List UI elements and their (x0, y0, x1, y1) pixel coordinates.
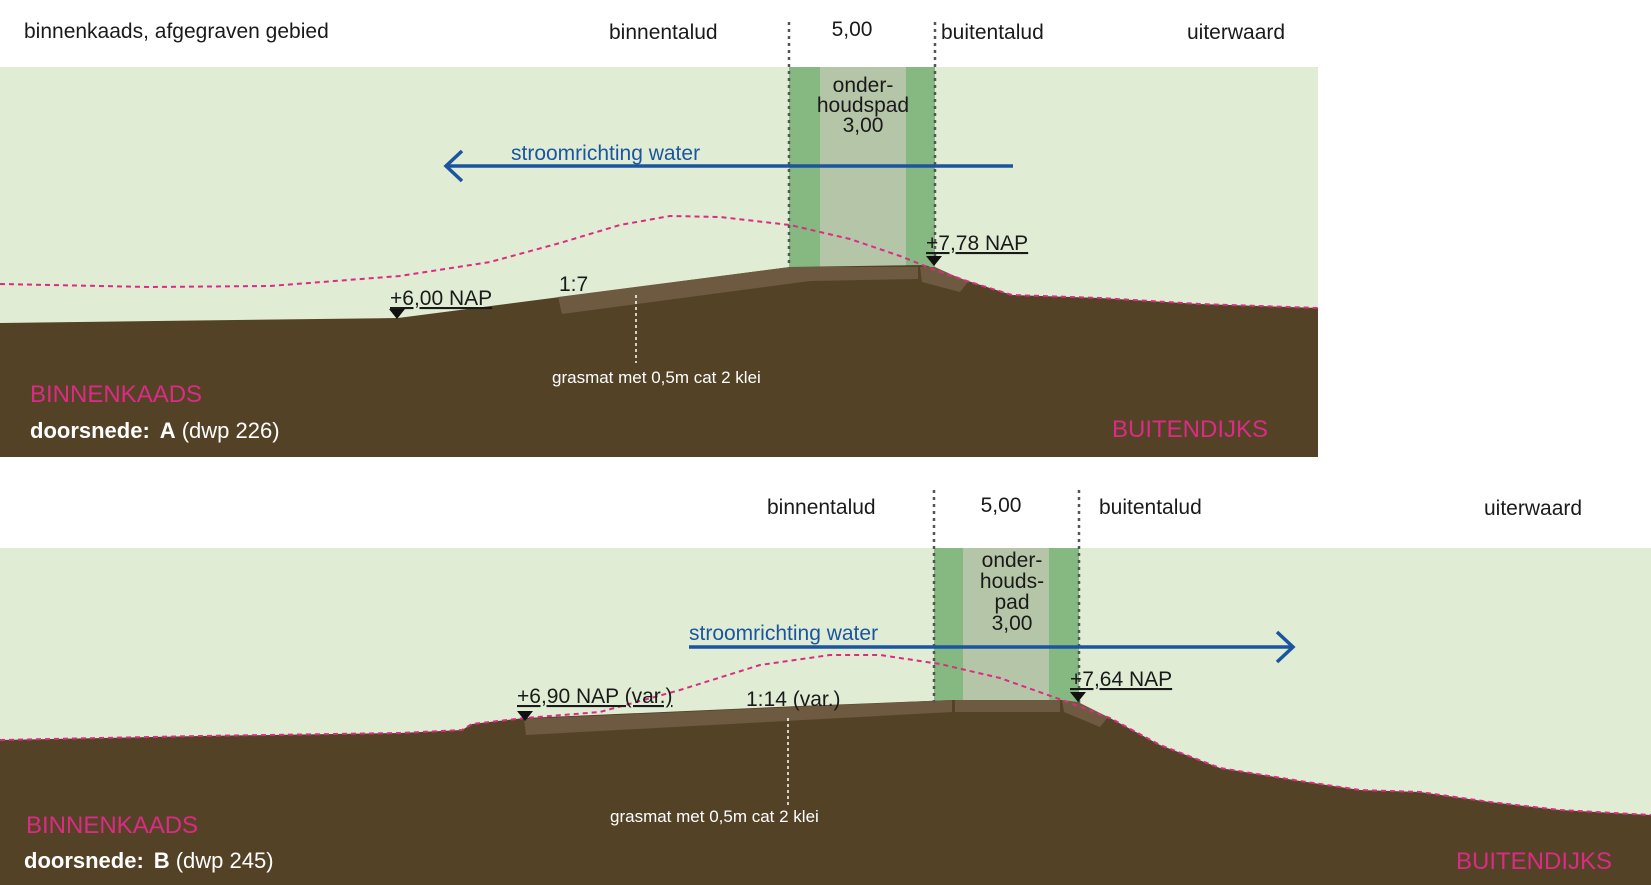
section-a-path-label-1: onder- (833, 74, 894, 97)
section-a-uiterwaard-label: uiterwaard (1187, 21, 1285, 44)
section-b-crown-width-label: 5,00 (981, 494, 1022, 517)
section-b-slope-label: 1:14 (var.) (746, 688, 841, 711)
section-a-level-marker-outer (926, 256, 942, 266)
section-b-path-label-3: pad (994, 591, 1029, 614)
section-b-title-ref: (dwp 245) (176, 848, 274, 873)
section-b-former-profile-line (0, 654, 1651, 816)
section-a-title: doorsnede: A(dwp 226) (30, 418, 280, 443)
section-a-clay-layer-crown (810, 267, 918, 281)
section-a-region-inner: BINNENKAADS (30, 381, 202, 408)
section-a-title-ref: (dwp 226) (182, 418, 280, 443)
section-b-path-label-4: 3,00 (992, 612, 1033, 635)
section-a-region-outer: BUITENDIJKS (1112, 416, 1268, 443)
section-b-level-marker-inner (517, 711, 533, 721)
section-b-crown-left-strip (934, 548, 963, 703)
section-a-flow-arrow-head (443, 149, 464, 183)
section-b-clay-layer-inner (524, 700, 952, 735)
section-a-former-profile-line (0, 214, 1319, 309)
section-b: binnentalud 5,00 buitentalud uiterwaard … (0, 490, 1651, 885)
section-a-path-label-3: 3,00 (843, 114, 884, 137)
section-a-title-letter: A (160, 418, 176, 443)
section-a-level-outer-label: +7,78 NAP (926, 232, 1028, 255)
section-b-level-inner-label: +6,90 NAP (var.) (517, 685, 672, 708)
section-a-grass-note: grasmat met 0,5m cat 2 klei (552, 368, 761, 387)
section-a-level-inner-label: +6,00 NAP (390, 287, 492, 310)
section-a-flow-label: stroomrichting water (511, 142, 700, 165)
section-a: binnenkaads, afgegraven gebied binnental… (0, 18, 1319, 457)
section-b-clay-layer-crown (955, 700, 1060, 712)
section-b-flow-arrow-head (1275, 630, 1296, 664)
section-b-grass-note: grasmat met 0,5m cat 2 klei (610, 807, 819, 826)
section-b-level-outer-label: +7,64 NAP (1070, 668, 1172, 691)
section-a-binnentalud-label: binnentalud (609, 21, 718, 44)
section-b-clay-layer-outer (1062, 700, 1108, 727)
section-a-area-label: binnenkaads, afgegraven gebied (24, 20, 329, 43)
section-a-slope-label: 1:7 (559, 273, 588, 296)
section-b-buitentalud-label: buitentalud (1099, 496, 1202, 519)
section-b-uiterwaard-label: uiterwaard (1484, 497, 1582, 520)
section-b-region-inner: BINNENKAADS (26, 812, 198, 839)
section-b-title: doorsnede: B(dwp 245) (24, 848, 274, 873)
section-b-title-prefix: doorsnede: (24, 848, 144, 873)
section-b-path-label-2: houds- (980, 570, 1044, 593)
section-b-path-label-1: onder- (982, 549, 1043, 572)
section-a-title-prefix: doorsnede: (30, 418, 150, 443)
section-a-crown-width-label: 5,00 (832, 18, 873, 41)
section-a-clay-layer-outer (920, 267, 968, 292)
section-a-buitentalud-label: buitentalud (941, 21, 1044, 44)
section-b-maintenance-path (963, 548, 1049, 703)
section-b-title-letter: B (154, 848, 170, 873)
section-a-clay-layer-inner (558, 267, 810, 314)
section-a-path-label-2: houdspad (817, 94, 909, 117)
section-b-flow-label: stroomrichting water (689, 622, 878, 645)
section-b-binnentalud-label: binnentalud (767, 496, 876, 519)
section-a-dike-body (0, 265, 1318, 457)
section-b-region-outer: BUITENDIJKS (1456, 848, 1612, 875)
section-a-level-marker-inner (389, 309, 405, 319)
section-b-dike-body (0, 700, 1651, 885)
section-b-crown-right-strip (1049, 548, 1079, 703)
section-b-level-marker-outer (1070, 692, 1086, 702)
